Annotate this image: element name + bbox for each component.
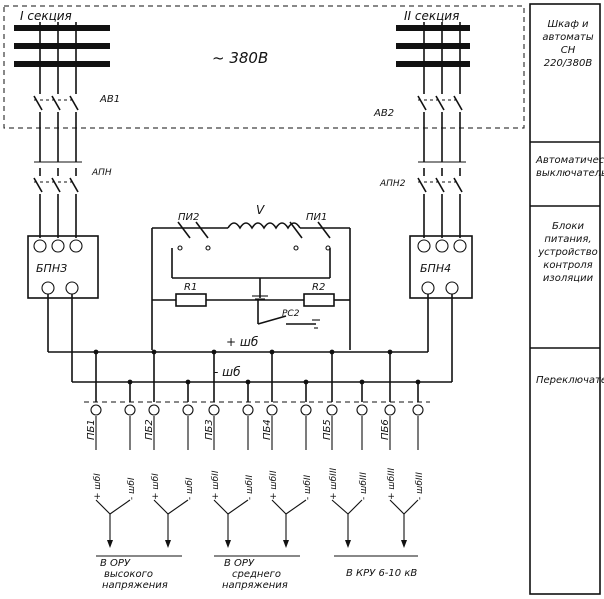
breaker-ab1-label: АВ1 [99, 94, 120, 105]
power-block-left [27, 235, 99, 299]
feeder-label: + шбI [93, 473, 103, 500]
switchgear-frame [3, 5, 525, 129]
arrow-down-icon [165, 540, 171, 548]
feeder-label: - шбII [303, 474, 313, 500]
breaker-ab2-label: АВ2 [373, 108, 394, 119]
feeder-label: - шбII [245, 474, 255, 500]
breaker-apn-left-label: АПН [91, 168, 112, 178]
dc-bus-wires [47, 294, 453, 416]
feeder-label: - шбIII [415, 472, 425, 500]
switch-group-labels: ПБ1 ПБ2 ПБ3 ПБ4 ПБ5 ПБ6 [86, 419, 391, 440]
section-left-label: I секция [20, 9, 72, 23]
minus-bus-label: - шб [214, 365, 241, 379]
arrow-down-icon [401, 540, 407, 548]
power-block-right-label: БПН4 [420, 262, 451, 275]
resistor-rc-label: РС2 [282, 309, 300, 319]
arrow-down-icon [225, 540, 231, 548]
switch-group-label: ПБ1 [86, 419, 97, 440]
switch-group-label: ПБ4 [262, 419, 273, 440]
feeder-label: - шбIII [359, 472, 369, 500]
resistor-r2-label: R2 [312, 282, 325, 293]
switch-group-label: ПБ5 [322, 419, 333, 440]
side-panel-item-3: Переключатели [536, 375, 604, 386]
side-panel-item-1: Автоматический выключатель [536, 155, 604, 179]
power-block-left-label: БПНЗ [36, 262, 67, 275]
feeder-label: + шбII [269, 470, 279, 500]
switch-group-label: ПБ6 [380, 419, 391, 440]
side-panel-item-0: Шкаф и автоматы СН 220/380В [542, 19, 594, 69]
arrow-down-icon [345, 540, 351, 548]
power-block-right [409, 235, 473, 299]
switch-right-label: ПИ1 [306, 212, 327, 223]
dest-kru-label: В КРУ 6-10 кВ [346, 568, 417, 579]
feeder-label: + шбIII [329, 468, 339, 500]
side-panel-frame [529, 3, 601, 595]
switch-group-label: ПБ3 [204, 419, 215, 440]
feeder-lines: + шбI - шбI + шбI - шбI + шбII - шбII + шбII - … [93, 416, 425, 557]
switch-group-label: ПБ2 [144, 419, 155, 440]
busbars-left [14, 25, 110, 67]
feeder-label: + шбI [151, 473, 161, 500]
right-feeder-wires [417, 22, 466, 238]
feeder-label: - шбI [127, 477, 137, 500]
left-feeder-wires [33, 22, 82, 238]
busbars-right [396, 25, 470, 67]
feeder-label: + шбIII [387, 468, 397, 500]
plus-bus-label: + шб [226, 335, 259, 349]
resistor-r1-label: R1 [184, 282, 197, 293]
arrow-down-icon [107, 540, 113, 548]
breaker-apn-right-label: АПН2 [379, 179, 406, 189]
section-right-label: II секция [404, 9, 459, 23]
coil-label: V [256, 203, 265, 217]
monitor-circuit [151, 221, 351, 350]
voltage-label: ~ 380В [212, 49, 268, 67]
feeder-label: + шбII [211, 470, 221, 500]
arrow-down-icon [283, 540, 289, 548]
switch-left-label: ПИ2 [178, 212, 199, 223]
side-panel-item-2: Блоки питания, устройство контроля изоля… [538, 221, 598, 284]
feeder-label: - шбI [185, 477, 195, 500]
